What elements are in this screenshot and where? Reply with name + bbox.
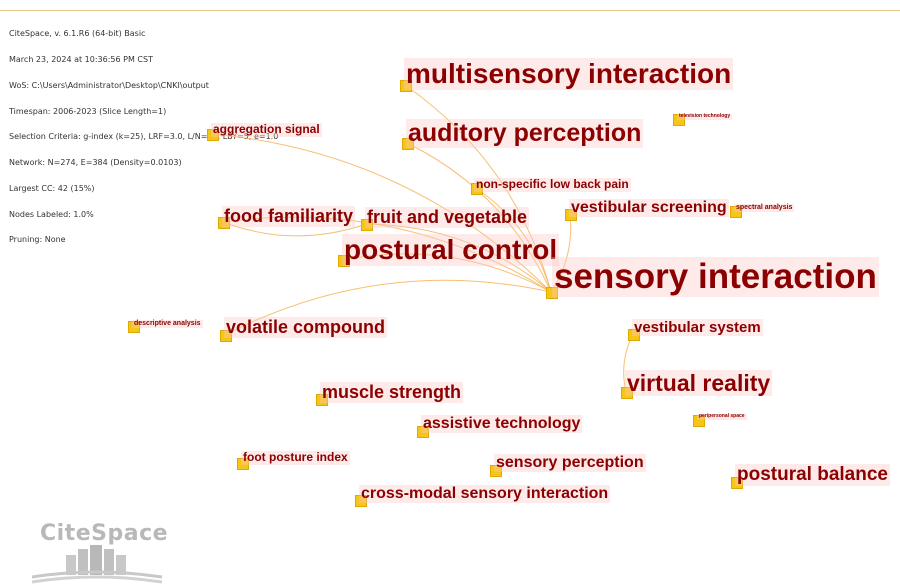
node-label: multisensory interaction (404, 58, 734, 91)
node-marker (546, 287, 558, 299)
node-marker (628, 329, 640, 341)
info-panel: CiteSpace, v. 6.1.R6 (64-bit) Basic Marc… (9, 13, 278, 254)
node-label: vestibular system (632, 319, 763, 337)
edge-sensory-interaction-food-familiarity (222, 216, 552, 293)
node-label: assistive technology (421, 415, 583, 434)
node-marker (673, 114, 685, 126)
node-label: cross-modal sensory interaction (359, 485, 611, 504)
citespace-logo: CiteSpace (22, 515, 192, 586)
node-label: sensory interaction (552, 257, 879, 298)
node-label: postural control (342, 234, 560, 267)
node-label: virtual reality (625, 370, 773, 397)
node-marker (565, 209, 577, 221)
info-line: CiteSpace, v. 6.1.R6 (64-bit) Basic (9, 29, 146, 39)
info-line: Largest CC: 42 (15%) (9, 183, 95, 193)
node-marker (207, 129, 219, 141)
node-marker (490, 465, 502, 477)
node-marker (730, 206, 742, 218)
node-label: vestibular screening (569, 199, 729, 218)
node-label: aggregation signal (211, 122, 322, 137)
node-marker (237, 458, 249, 470)
node-marker (128, 321, 140, 333)
node-marker (355, 495, 367, 507)
node-marker (361, 219, 373, 231)
edge-food-familiarity-fruit-and-vegetable (222, 221, 367, 237)
info-line: March 23, 2024 at 10:36:56 PM CST (9, 54, 153, 64)
node-marker (338, 255, 350, 267)
node-label: descriptive analysis (132, 320, 203, 329)
node-label: fruit and vegetable (365, 207, 530, 228)
node-label: sensory perception (494, 454, 646, 473)
edge-sensory-interaction-vestibular-screening (550, 213, 572, 293)
info-line: Nodes Labeled: 1.0% (9, 209, 94, 219)
edge-sensory-interaction-postural-control (342, 253, 552, 293)
node-label: food familiarity (222, 206, 356, 227)
node-label: spectral analysis (734, 204, 795, 213)
logo-text: CiteSpace (40, 521, 169, 546)
node-marker (402, 138, 414, 150)
info-line: Timespan: 2006-2023 (Slice Length=1) (9, 106, 167, 116)
edge-sensory-interaction-aggregation-signal (211, 133, 552, 293)
top-divider-line (0, 10, 900, 11)
node-label: volatile compound (224, 317, 388, 338)
node-marker (316, 394, 328, 406)
info-line: WoS: C:\Users\Administrator\Desktop\CNKI… (9, 80, 209, 90)
node-marker (621, 387, 633, 399)
node-label: peripersonal space (697, 413, 747, 420)
edge-sensory-interaction-volatile-compound (224, 279, 552, 336)
edge-sensory-interaction-fruit-and-vegetable (365, 223, 552, 293)
node-label: television technology (677, 113, 733, 120)
node-label: postural balance (735, 464, 890, 486)
edge-sensory-interaction-non-specific-low-back-pain (475, 187, 552, 293)
edge-sensory-interaction-auditory-perception (406, 142, 552, 293)
info-line: Pruning: None (9, 235, 66, 245)
node-marker (218, 217, 230, 229)
node-marker (417, 426, 429, 438)
node-label: muscle strength (320, 382, 464, 403)
node-marker (693, 415, 705, 427)
node-marker (400, 80, 412, 92)
node-label: foot posture index (241, 450, 350, 465)
node-marker (731, 477, 743, 489)
edge-sensory-interaction-multisensory-interaction (404, 84, 552, 293)
node-marker (471, 183, 483, 195)
node-label: non-specific low back pain (474, 177, 631, 192)
node-label: auditory perception (406, 119, 644, 148)
logo-graphic (31, 545, 163, 584)
info-line: Network: N=274, E=384 (Density=0.0103) (9, 158, 182, 168)
node-marker (220, 330, 232, 342)
